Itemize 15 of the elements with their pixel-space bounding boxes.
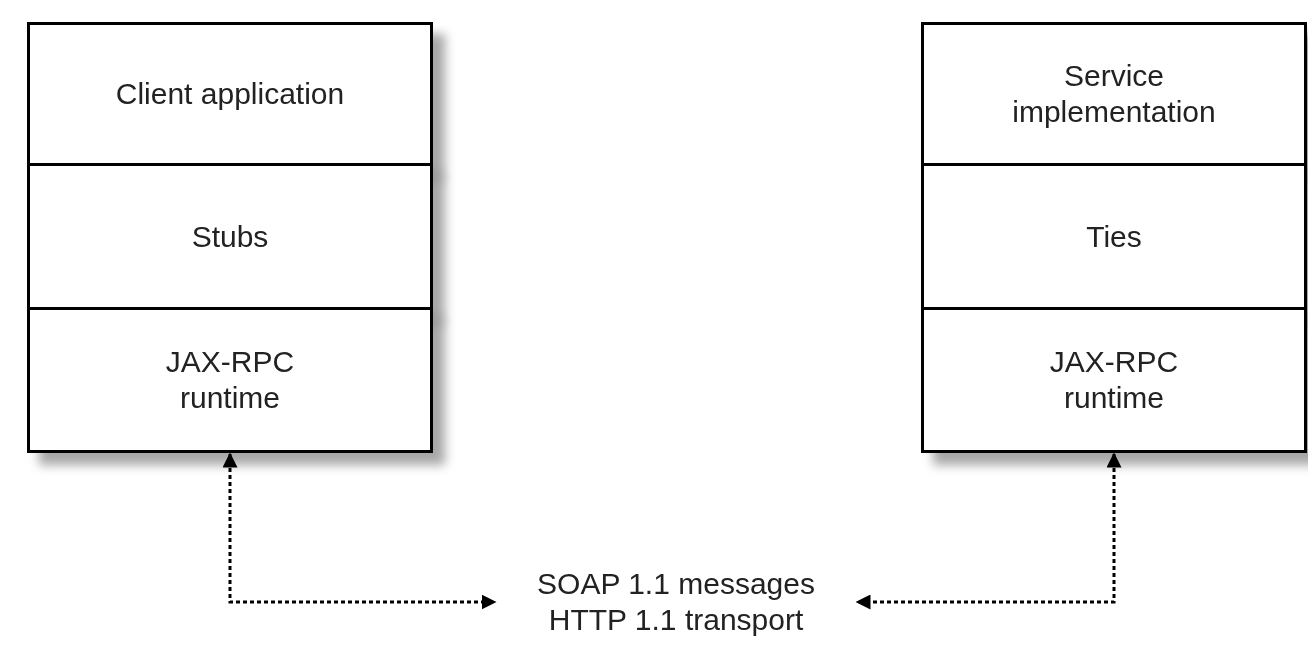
- protocol-label: SOAP 1.1 messages HTTP 1.1 transport: [536, 566, 816, 638]
- layer-box: [921, 307, 1307, 453]
- layer-box: [27, 163, 433, 310]
- dotted-arrow: [222, 452, 497, 610]
- layer-box: [921, 22, 1307, 166]
- dotted-arrow: [855, 452, 1122, 610]
- layer-label: JAX-RPC runtime: [1048, 344, 1180, 416]
- layer-label: Service implementation: [1011, 58, 1217, 130]
- layer-box: [921, 163, 1307, 310]
- layer-label: JAX-RPC runtime: [164, 344, 296, 416]
- layer-box: [27, 22, 433, 166]
- layer-box: [27, 307, 433, 453]
- layer-label: Client application: [114, 76, 346, 112]
- layer-label: Ties: [1085, 218, 1143, 255]
- layer-label: Stubs: [190, 218, 270, 255]
